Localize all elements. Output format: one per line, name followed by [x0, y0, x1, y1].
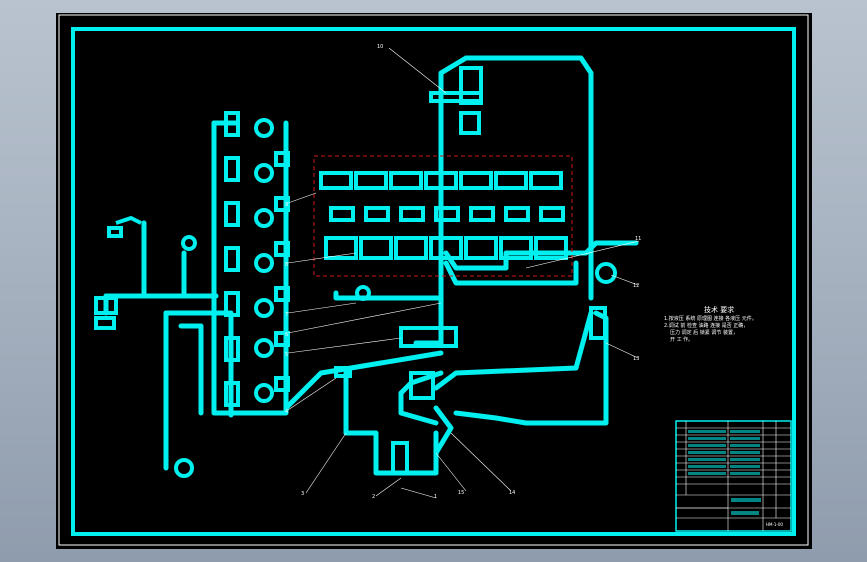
pipe-network	[103, 55, 639, 476]
label-5: 5	[285, 352, 288, 358]
pump-group-left	[94, 215, 197, 478]
label-4: 4	[285, 409, 288, 415]
callout-labels: 10 9 8 7 6 5 4 11 12 13 3 2 1 15 14	[285, 44, 641, 500]
label-12: 12	[633, 283, 639, 289]
cad-viewport[interactable]: 10 9 8 7 6 5 4 11 12 13 3 2 1 15 14 技术 要…	[56, 13, 812, 549]
title-block	[675, 420, 792, 532]
notes-line-3: 压力 调定 后 锁紧 调节 装置，	[670, 329, 738, 336]
technical-notes: 技术 要求 1.按液压 系统 原理图 连接 各液压 元件。 2.调试 前 检查 …	[664, 305, 757, 343]
drawing-code: HM-1-00	[766, 522, 783, 527]
notes-line-4: 开 工 作。	[670, 336, 693, 343]
label-8: 8	[285, 262, 288, 268]
valve-stack-left	[224, 111, 290, 407]
label-2: 2	[372, 494, 375, 500]
outer-frame	[58, 14, 809, 546]
label-6: 6	[285, 332, 288, 338]
label-3: 3	[301, 491, 304, 497]
notes-line-2: 2.调试 前 检查 油路 连接 是否 正确，	[664, 322, 748, 329]
label-10: 10	[377, 44, 383, 50]
valve-bank	[319, 171, 568, 260]
label-13: 13	[633, 356, 639, 362]
label-15: 15	[458, 490, 464, 496]
label-7: 7	[285, 312, 288, 318]
leader-lines	[287, 47, 640, 499]
hydraulic-schematic: 10 9 8 7 6 5 4 11 12 13 3 2 1 15 14 技术 要…	[58, 14, 809, 546]
components	[334, 66, 617, 475]
notes-line-1: 1.按液压 系统 原理图 连接 各液压 元件。	[664, 315, 757, 322]
valve-bank-boundary	[313, 155, 573, 277]
notes-title: 技术 要求	[704, 305, 734, 314]
label-9: 9	[285, 202, 288, 208]
label-1: 1	[434, 494, 437, 500]
label-14: 14	[509, 490, 515, 496]
label-11: 11	[635, 236, 641, 242]
title-block-fill	[688, 430, 761, 515]
border-frame	[71, 27, 796, 536]
